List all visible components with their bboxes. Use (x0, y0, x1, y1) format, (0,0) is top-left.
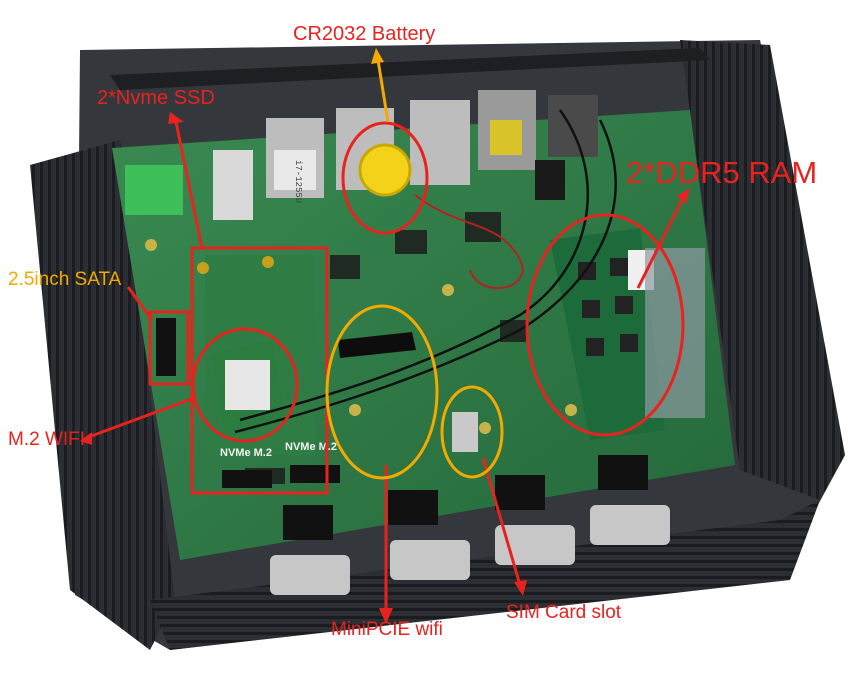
minipcie-slot (338, 332, 416, 358)
rear-io-ports: i7-1255U (125, 90, 598, 220)
nvme-pointer (174, 121, 204, 249)
arrowheads-orange (371, 48, 384, 64)
label-minipcie-wifi: MiniPCIE wifi (331, 619, 443, 640)
arrowheads-red (80, 112, 690, 624)
label-nvme-ssd: 2*Nvme SSD (97, 87, 215, 109)
cpu-marking: i7-1255U (293, 160, 303, 203)
minipcie-highlight (325, 304, 439, 480)
sata-pointer (126, 286, 154, 321)
nvme-slot-1-marking: NVMe M.2 (220, 447, 272, 459)
label-sata: 2.5inch SATA (8, 269, 122, 290)
wifi-highlight (191, 327, 299, 443)
antenna-cables (234, 109, 617, 434)
front-serial-ports (270, 455, 670, 595)
label-ddr5-ram: 2*DDR5 RAM (626, 155, 818, 190)
annotations-red (85, 121, 686, 612)
ram-highlight (525, 213, 685, 437)
wifi-pointer (85, 396, 195, 440)
label-m2-wifi: M.2 WIFI (8, 429, 86, 450)
sata-highlight (148, 310, 190, 386)
sim-pointer (481, 457, 522, 586)
battery-pointer (376, 59, 390, 123)
nvme-slot-2-marking: NVMe M.2 (285, 441, 337, 453)
sata-connector (156, 318, 176, 376)
ram-pointer (636, 195, 686, 289)
sim-card-slot (452, 412, 478, 452)
label-sim-card-slot: SIM Card slot (506, 602, 622, 623)
battery-highlight (341, 121, 429, 235)
cr2032-battery (358, 143, 412, 197)
nvme-highlight (190, 246, 329, 495)
label-cr2032-battery: CR2032 Battery (293, 23, 436, 45)
sim-highlight (440, 385, 504, 479)
annotations-orange (325, 59, 504, 480)
